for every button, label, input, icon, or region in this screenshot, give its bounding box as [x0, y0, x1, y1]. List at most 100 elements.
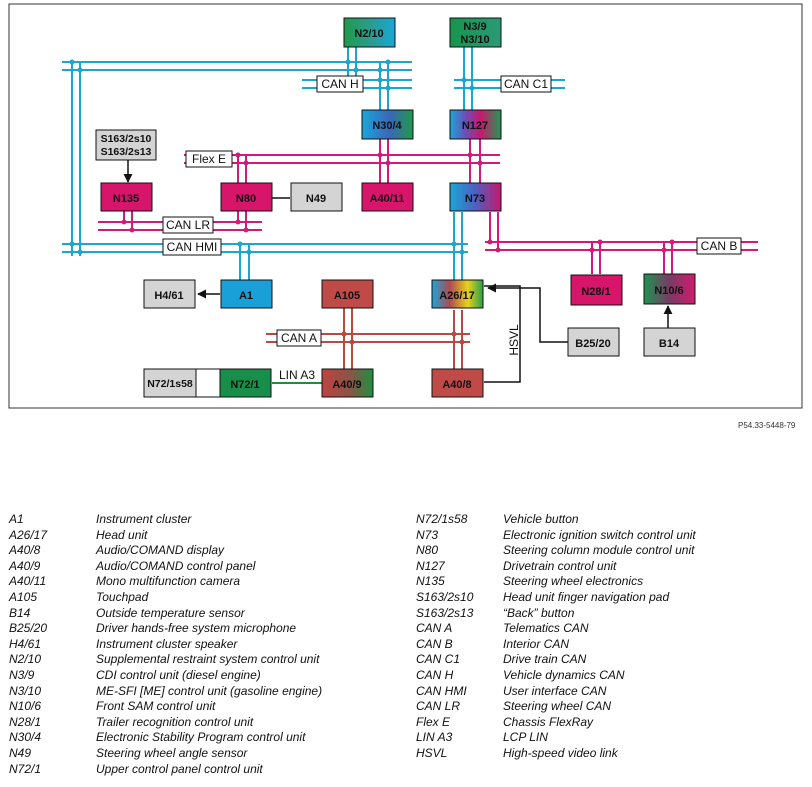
- bus-label-can-b: CAN B: [701, 239, 738, 253]
- legend-description: High-speed video link: [503, 745, 618, 760]
- legend-code: N72/1s58: [416, 512, 468, 526]
- legend-description: Interior CAN: [503, 636, 570, 651]
- module-n80: [220, 182, 273, 212]
- module-n28-1: [570, 274, 623, 306]
- module-a40-9-label: A40/9: [332, 379, 361, 391]
- sensor-b14: [643, 327, 696, 357]
- bus-label-can-hmi: CAN HMI: [167, 240, 218, 254]
- module-n30-4-label: N30/4: [372, 120, 402, 132]
- legend-description: ME-SFI [ME] control unit (gasoline engin…: [96, 683, 323, 698]
- legend-code: A105: [9, 589, 38, 604]
- legend-description: Upper control panel control unit: [96, 761, 263, 776]
- legend-entry: CAN C1 Drive train CAN: [416, 652, 696, 668]
- button-n72-1s58: [143, 368, 197, 398]
- legend-description: Electronic ignition switch control unit: [503, 527, 696, 542]
- legend-entry: N3/10 ME-SFI [ME] control unit (gasoline …: [9, 684, 322, 700]
- legend-description: Drive train CAN: [503, 652, 587, 667]
- legend-code: S163/2s13: [416, 605, 474, 620]
- legend-entry: N80 Steering column module control unit: [416, 543, 696, 559]
- legend-description: Front SAM control unit: [96, 699, 216, 714]
- legend-description: Steering column module control unit: [503, 543, 695, 558]
- module-a105-label: A105: [334, 290, 360, 302]
- legend-description: Steering wheel electronics: [503, 574, 644, 589]
- sensor-n49: [290, 182, 343, 212]
- legend-description: Supplemental restraint system control un…: [96, 652, 320, 667]
- legend-code: CAN H: [416, 667, 454, 682]
- legend-description: User interface CAN: [503, 683, 607, 698]
- legend-description: Electronic Stability Program control uni…: [96, 730, 306, 745]
- legend-code: B14: [9, 605, 31, 620]
- legend-code: A40/9: [9, 558, 41, 573]
- bus-label-flex-e: Flex E: [192, 152, 226, 166]
- legend-code: N3/9: [9, 667, 35, 682]
- legend-description: LCP LIN: [503, 730, 548, 745]
- bus-label-can-h: CAN H: [321, 77, 358, 91]
- legend-description: Touchpad: [96, 589, 149, 604]
- speaker-h4-61-label: H4/61: [154, 290, 183, 302]
- button-n72-1s58-label: N72/1s58: [147, 378, 193, 390]
- legend-description: Vehicle button: [503, 512, 579, 526]
- module-n3-9-label: N3/9: [463, 21, 486, 33]
- module-a1-label: A1: [239, 290, 253, 302]
- legend-description: Telematics CAN: [503, 621, 589, 636]
- legend-description: “Back” button: [503, 605, 575, 620]
- legend-entry: N3/9 CDI control unit (diesel engine): [9, 668, 322, 684]
- module-n135: [100, 182, 153, 212]
- legend-code: A26/17: [9, 527, 48, 542]
- legend-description: Mono multifunction camera: [96, 574, 241, 589]
- legend-entry: S163/2s13 “Back” button: [416, 606, 696, 622]
- switch-s163: [95, 129, 157, 161]
- module-a40-11-label: A40/11: [370, 193, 405, 205]
- hsvl-line: [484, 285, 521, 383]
- legend-code: N73: [416, 527, 439, 542]
- legend-description: Instrument cluster speaker: [96, 636, 238, 651]
- legend-entry: N2/10 Supplemental restraint system contr…: [9, 652, 322, 668]
- module-n72-1-label: N72/1: [230, 379, 259, 391]
- button-n72-1s58-gap: [195, 368, 221, 398]
- module-n30-4: [361, 109, 414, 140]
- legend-code: LIN A3: [416, 730, 453, 745]
- legend-entry: CAN HMI User interface CAN: [416, 684, 696, 700]
- module-n2-10: [343, 17, 396, 48]
- module-n10-6-label: N10/6: [654, 285, 683, 297]
- legend-entry: N72/1s58 Vehicle button: [416, 512, 696, 528]
- legend-description: Driver hands-free system microphone: [96, 621, 297, 636]
- module-n73: [449, 182, 502, 212]
- legend-entry: N73 Electronic ignition switch control un…: [416, 528, 696, 544]
- legend-code: N3/10: [9, 683, 42, 698]
- legend-code: CAN HMI: [416, 683, 467, 698]
- legend-code: N80: [416, 543, 439, 558]
- legend-entry: N135 Steering wheel electronics: [416, 574, 696, 590]
- diagram-frame: [8, 3, 803, 409]
- module-a26-17: [431, 279, 484, 309]
- legend-description: Audio/COMAND display: [96, 543, 225, 558]
- legend-description: CDI control unit (diesel engine): [96, 667, 261, 682]
- sensor-n49-label: N49: [306, 193, 326, 205]
- legend-code: S163/2s10: [416, 589, 474, 604]
- legend-code: N2/10: [9, 652, 42, 667]
- legend-code: N135: [416, 574, 445, 589]
- signal-arrows: [123, 158, 673, 387]
- speaker-h4-61: [143, 279, 196, 309]
- figure-reference: P54.33-5448-79: [738, 421, 796, 430]
- legend-code: N28/1: [9, 714, 42, 729]
- legend-entry: LIN A3 LCP LIN: [416, 730, 696, 746]
- module-n127: [449, 109, 502, 140]
- legend-code: CAN C1: [416, 652, 461, 667]
- legend-description: Outside temperature sensor: [96, 605, 245, 620]
